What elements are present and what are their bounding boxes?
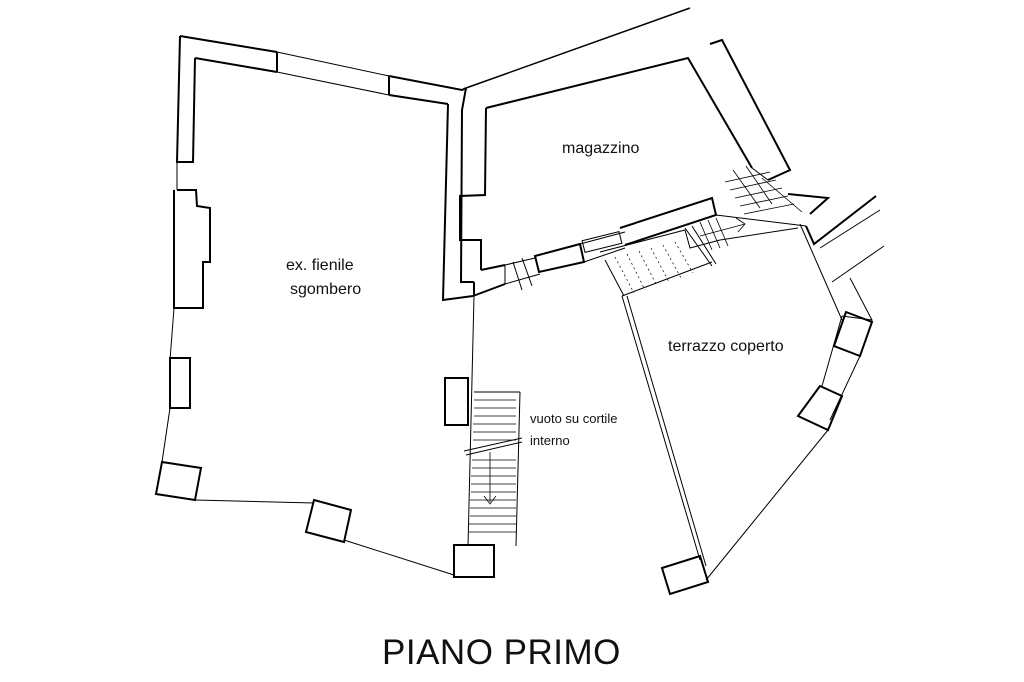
- terrace-stairs: [599, 165, 807, 297]
- room-label-vuoto-line1: vuoto su cortile: [530, 411, 618, 426]
- magazzino-walls: [459, 7, 792, 297]
- staircase: [463, 391, 523, 547]
- fienile-walls: [154, 35, 495, 578]
- room-label-fienile-line1: ex. fienile: [286, 257, 354, 274]
- room-label-terrazzo: terrazzo coperto: [668, 338, 784, 355]
- plan-title: PIANO PRIMO: [382, 633, 621, 672]
- room-label-vuoto-line2: interno: [530, 433, 570, 448]
- room-label-fienile-line2: sgombero: [290, 281, 362, 298]
- room-label-magazzino: magazzino: [562, 140, 640, 157]
- terrazzo-walls: [621, 193, 885, 596]
